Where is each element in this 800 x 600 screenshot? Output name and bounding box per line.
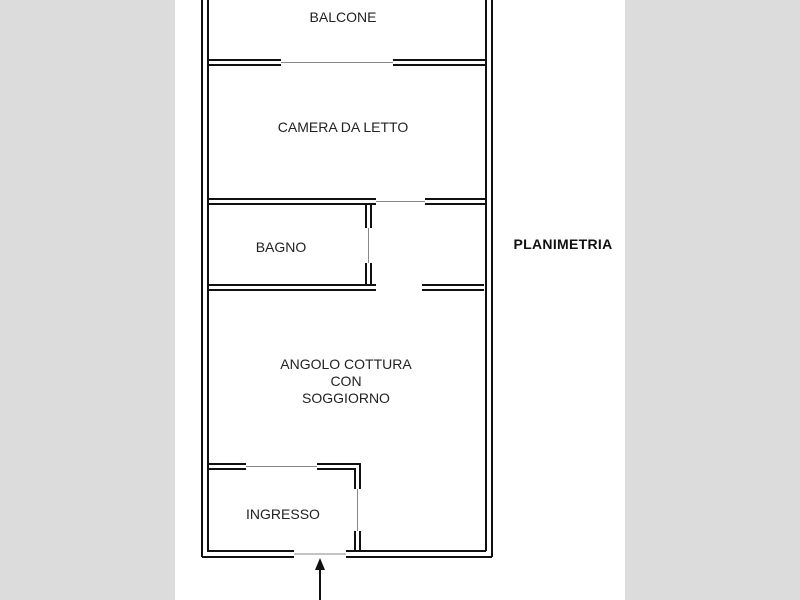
room-label-camera: CAMERA DA LETTO <box>277 119 409 135</box>
room-label-balcone: BALCONE <box>309 9 377 25</box>
room-label-soggiorno-3: SOGGIORNO <box>302 390 390 406</box>
entrance-arrow-icon <box>315 558 325 600</box>
room-label-bagno: BAGNO <box>255 239 307 255</box>
room-label-soggiorno-2: CON <box>330 373 362 389</box>
floor-plan-sheet <box>175 0 625 600</box>
plan-title: PLANIMETRIA <box>513 236 613 252</box>
room-label-ingresso: INGRESSO <box>246 506 320 522</box>
room-label-soggiorno-1: ANGOLO COTTURA <box>280 356 412 372</box>
